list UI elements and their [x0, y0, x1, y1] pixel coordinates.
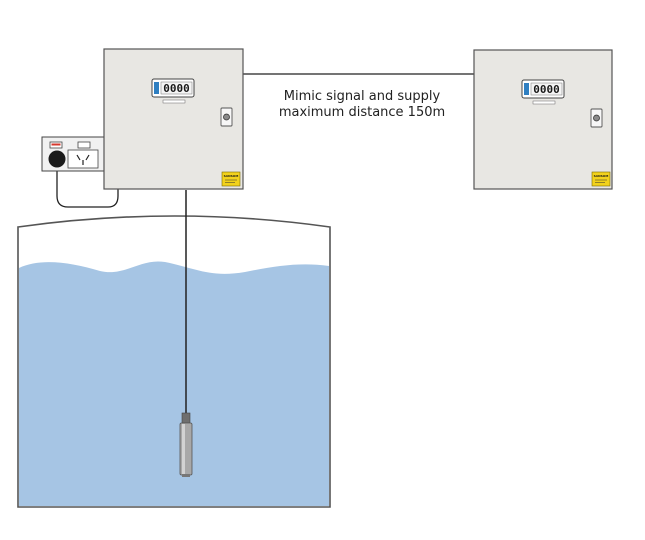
submersible-probe-icon: [179, 412, 193, 477]
water-body: [19, 261, 329, 506]
distance-annotation: Mimic signal and supply maximum distance…: [279, 89, 445, 120]
mimic-badge-text: SANSOM: [594, 174, 609, 178]
controller-display-digits: 0000: [163, 82, 190, 95]
controller-warning-badge: SANSOM: [221, 171, 241, 187]
mimic-display-digits: 0000: [533, 83, 560, 96]
controller-panel: 0000 SANSOM: [103, 48, 244, 190]
mimic-panel: 0000 SANSOM: [473, 49, 613, 190]
mimic-warning-badge: SANSOM: [591, 171, 611, 187]
mimic-lock-icon: [590, 108, 603, 128]
controller-badge-text: SANSOM: [224, 174, 239, 178]
controller-lock-icon: [220, 107, 233, 127]
annotation-line-1: Mimic signal and supply: [284, 89, 441, 104]
power-lead-cable: [56, 166, 119, 208]
power-outlet-icon: [41, 136, 105, 172]
controller-display: 0000: [151, 78, 195, 104]
mimic-display: 0000: [521, 79, 565, 105]
water-tank: [17, 215, 331, 508]
annotation-line-2: maximum distance 150m: [279, 105, 445, 120]
